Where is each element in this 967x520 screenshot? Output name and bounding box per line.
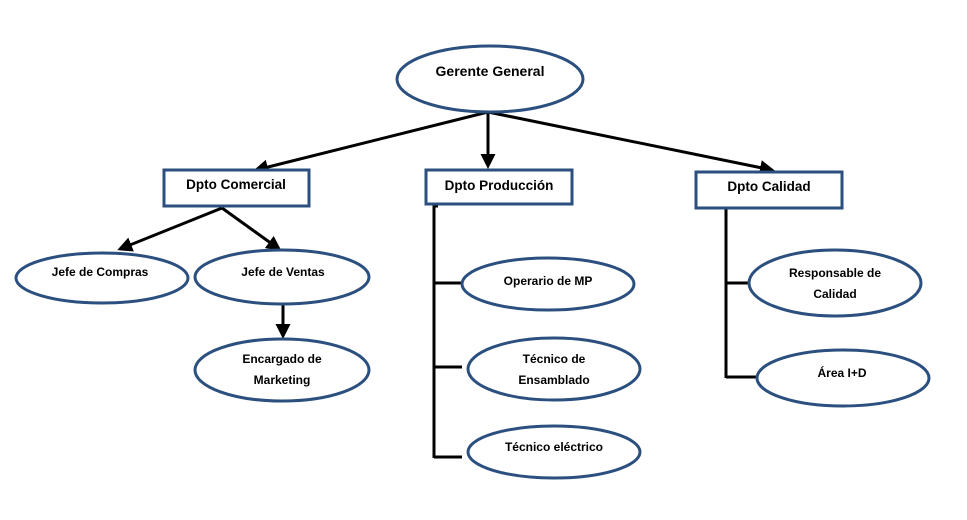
connector-root-comercial (253, 110, 489, 175)
node-jefe-compras: Jefe de Compras (14, 251, 190, 305)
node-encargado-marketing: Encargado de Marketing (193, 337, 371, 403)
connector-produccion-bracket (432, 204, 438, 458)
node-dpto-produccion-label: Dpto Producción (445, 178, 554, 193)
node-operario-mp: Operario de MP (460, 256, 636, 312)
node-gerente-general-label: Gerente General (436, 63, 545, 79)
node-dpto-calidad: Dpto Calidad (694, 170, 844, 210)
node-dpto-comercial: Dpto Comercial (162, 168, 311, 208)
node-tecnico-ensamblado-line2: Ensamblado (518, 373, 589, 387)
node-jefe-ventas: Jefe de Ventas (193, 248, 371, 306)
node-responsable-calidad: Responsable de Calidad (747, 248, 923, 318)
node-jefe-compras-label: Jefe de Compras (52, 265, 149, 279)
node-responsable-calidad-line1: Responsable de (789, 266, 881, 280)
node-encargado-marketing-line2: Marketing (254, 373, 311, 387)
node-gerente-general: Gerente General (395, 44, 585, 114)
connector-comercial-compras (117, 206, 223, 252)
node-tecnico-ensamblado: Técnico de Ensamblado (466, 336, 642, 402)
connector-calidad-bracket (724, 206, 728, 378)
node-operario-mp-label: Operario de MP (504, 274, 593, 288)
node-dpto-calidad-label: Dpto Calidad (727, 179, 810, 194)
node-tecnico-electrico: Técnico eléctrico (466, 424, 642, 480)
node-area-id-label: Área I+D (817, 365, 866, 380)
connector-root-calidad (487, 110, 775, 175)
node-jefe-ventas-label: Jefe de Ventas (241, 265, 325, 279)
node-encargado-marketing-line1: Encargado de (242, 352, 322, 366)
node-tecnico-ensamblado-line1: Técnico de (523, 352, 586, 366)
node-dpto-produccion: Dpto Producción (424, 168, 574, 206)
node-tecnico-electrico-label: Técnico eléctrico (505, 440, 603, 454)
node-dpto-comercial-label: Dpto Comercial (186, 177, 286, 192)
node-responsable-calidad-line2: Calidad (813, 287, 856, 301)
connector-comercial-ventas (221, 206, 282, 251)
node-area-id: Área I+D (755, 348, 931, 408)
